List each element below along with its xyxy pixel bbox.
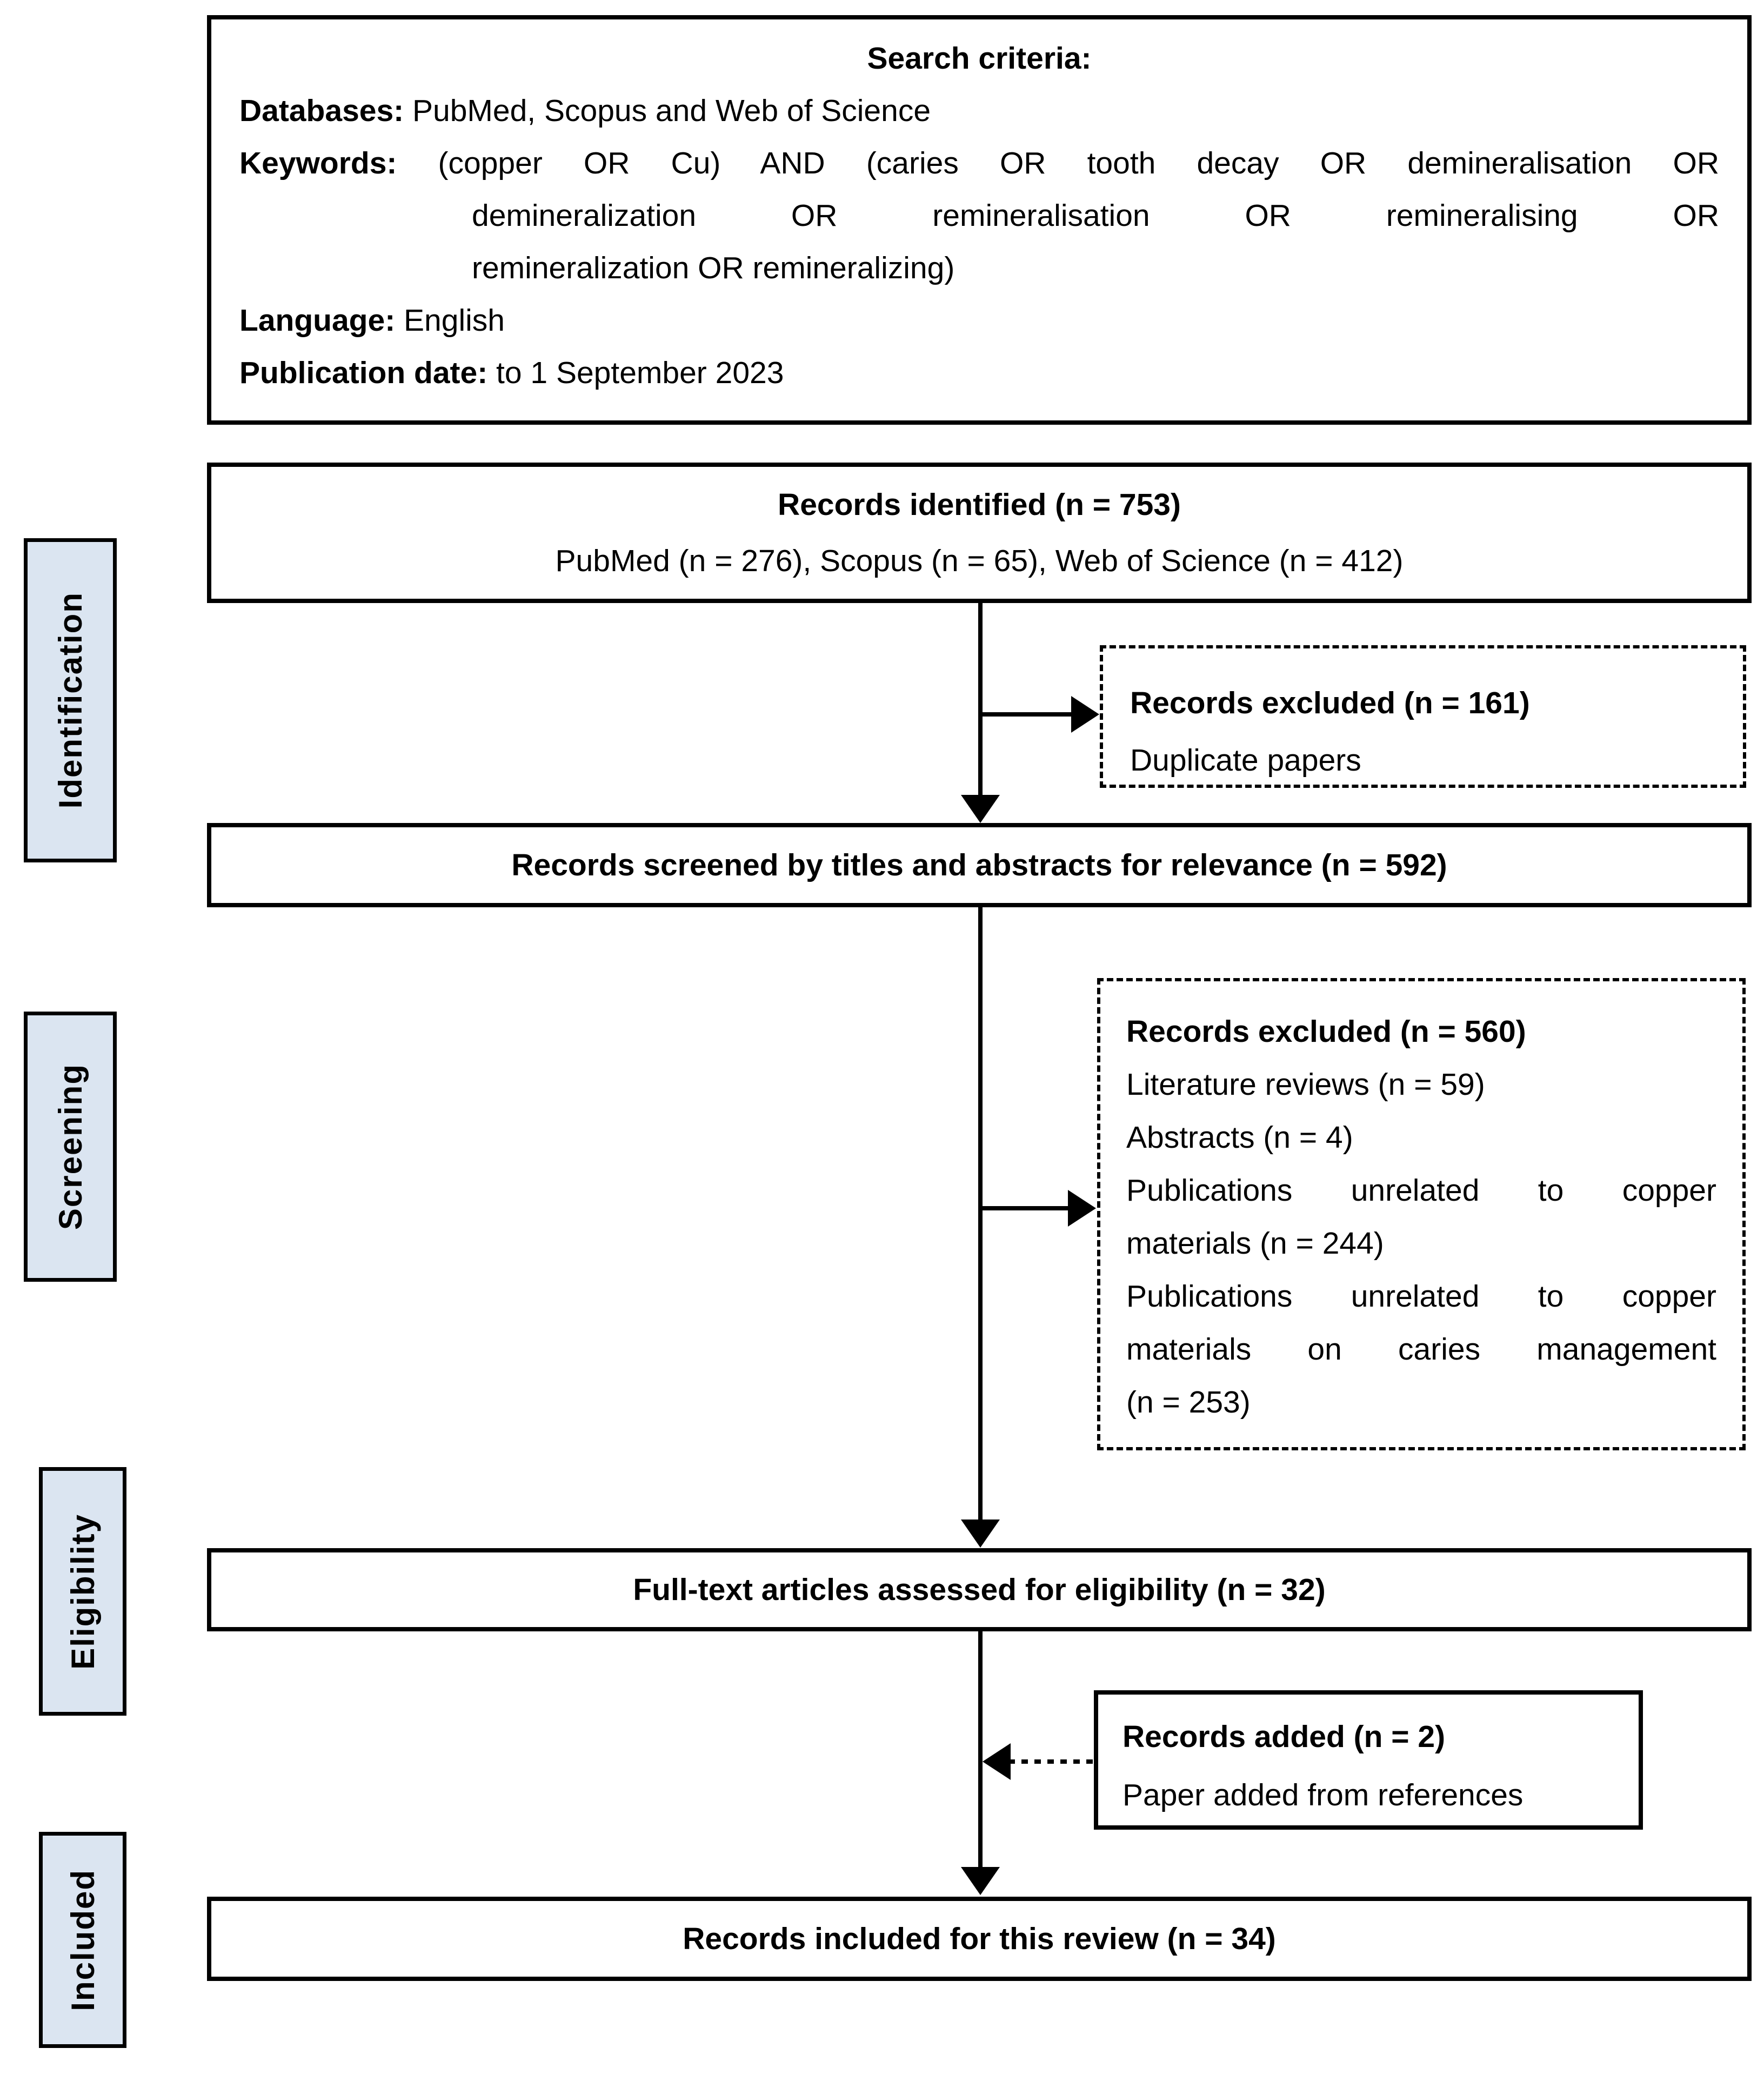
databases-label: Databases: <box>239 93 404 128</box>
arrow-line-screened-to-fulltext <box>978 907 983 1520</box>
stage-identification-label: Identification <box>52 592 89 809</box>
dotted-arrow-line-records-added <box>1008 1759 1094 1764</box>
records-excluded-screening-title: Records excluded (n = 560) <box>1126 1014 1526 1049</box>
arrowhead-identified-to-screened <box>961 795 1000 823</box>
databases-value: PubMed, Scopus and Web of Science <box>412 93 931 128</box>
keywords-line-1: Keywords: (copper OR Cu) AND (caries OR … <box>239 137 1719 190</box>
records-included-title: Records included for this review (n = 34… <box>683 1922 1276 1956</box>
records-added-box: Records added (n = 2) Paper added from r… <box>1094 1690 1643 1830</box>
stage-screening-label: Screening <box>52 1063 89 1230</box>
arrow-line-identified-to-screened <box>978 603 983 798</box>
records-screened-box: Records screened by titles and abstracts… <box>207 823 1752 907</box>
excluded-reason-unrelated-materials-line2: materials (n = 244) <box>1126 1226 1384 1261</box>
arrowhead-fulltext-to-included <box>961 1867 1000 1895</box>
stage-included-label: Included <box>64 1869 101 2011</box>
arrow-line-to-excluded-screening <box>980 1206 1069 1210</box>
excluded-reason-unrelated-caries-line2: materials on caries management <box>1126 1332 1716 1367</box>
keywords-line-3: remineralization OR remineralizing) <box>472 251 955 285</box>
stage-eligibility: Eligibility <box>39 1467 126 1716</box>
publication-date-value: to 1 September 2023 <box>496 356 784 390</box>
excluded-reason-unrelated-caries-line3: (n = 253) <box>1126 1385 1251 1420</box>
excluded-reason-literature-reviews: Literature reviews (n = 59) <box>1126 1067 1485 1102</box>
records-identified-subtitle: PubMed (n = 276), Scopus (n = 65), Web o… <box>555 544 1404 578</box>
databases-line: Databases: PubMed, Scopus and Web of Sci… <box>239 85 1719 137</box>
excluded-reason-unrelated-caries-line1: Publications unrelated to copper <box>1126 1279 1716 1314</box>
arrowhead-records-added <box>983 1743 1011 1780</box>
search-criteria-box: Search criteria: Databases: PubMed, Scop… <box>207 15 1752 425</box>
records-identified-box: Records identified (n = 753) PubMed (n =… <box>207 463 1752 603</box>
search-criteria-title: Search criteria: <box>867 41 1092 76</box>
records-included-box: Records included for this review (n = 34… <box>207 1897 1752 1981</box>
keywords-label: Keywords: <box>239 146 397 180</box>
keywords-value-1: (copper OR Cu) AND (caries OR tooth deca… <box>438 146 1719 180</box>
arrow-line-to-excluded-duplicates <box>980 712 1072 717</box>
language-value: English <box>404 303 505 338</box>
arrow-line-fulltext-to-included <box>978 1631 983 1868</box>
records-screened-title: Records screened by titles and abstracts… <box>511 848 1447 882</box>
arrowhead-screened-to-fulltext <box>961 1520 1000 1548</box>
stage-eligibility-label: Eligibility <box>64 1513 101 1670</box>
full-text-assessed-box: Full-text articles assessed for eligibil… <box>207 1548 1752 1631</box>
records-excluded-screening-box: Records excluded (n = 560) Literature re… <box>1097 978 1746 1450</box>
records-excluded-duplicates-reason: Duplicate papers <box>1130 743 1361 778</box>
full-text-assessed-title: Full-text articles assessed for eligibil… <box>633 1572 1326 1607</box>
stage-included: Included <box>39 1832 126 2048</box>
arrowhead-to-excluded-duplicates <box>1071 696 1099 733</box>
stage-screening: Screening <box>24 1012 117 1282</box>
arrowhead-to-excluded-screening <box>1068 1190 1096 1227</box>
records-added-reason: Paper added from references <box>1122 1778 1524 1812</box>
records-excluded-duplicates-title: Records excluded (n = 161) <box>1130 686 1530 720</box>
language-line: Language: English <box>239 294 1719 347</box>
records-excluded-duplicates-box: Records excluded (n = 161) Duplicate pap… <box>1100 645 1746 788</box>
records-identified-title: Records identified (n = 753) <box>778 487 1181 522</box>
keywords-line-2: demineralization OR remineralisation OR … <box>472 198 1719 233</box>
publication-date-line: Publication date: to 1 September 2023 <box>239 347 1719 399</box>
records-added-title: Records added (n = 2) <box>1122 1719 1446 1754</box>
excluded-reason-unrelated-materials-line1: Publications unrelated to copper <box>1126 1173 1716 1208</box>
excluded-reason-abstracts: Abstracts (n = 4) <box>1126 1120 1353 1155</box>
publication-date-label: Publication date: <box>239 356 488 390</box>
language-label: Language: <box>239 303 396 338</box>
stage-identification: Identification <box>24 538 117 862</box>
